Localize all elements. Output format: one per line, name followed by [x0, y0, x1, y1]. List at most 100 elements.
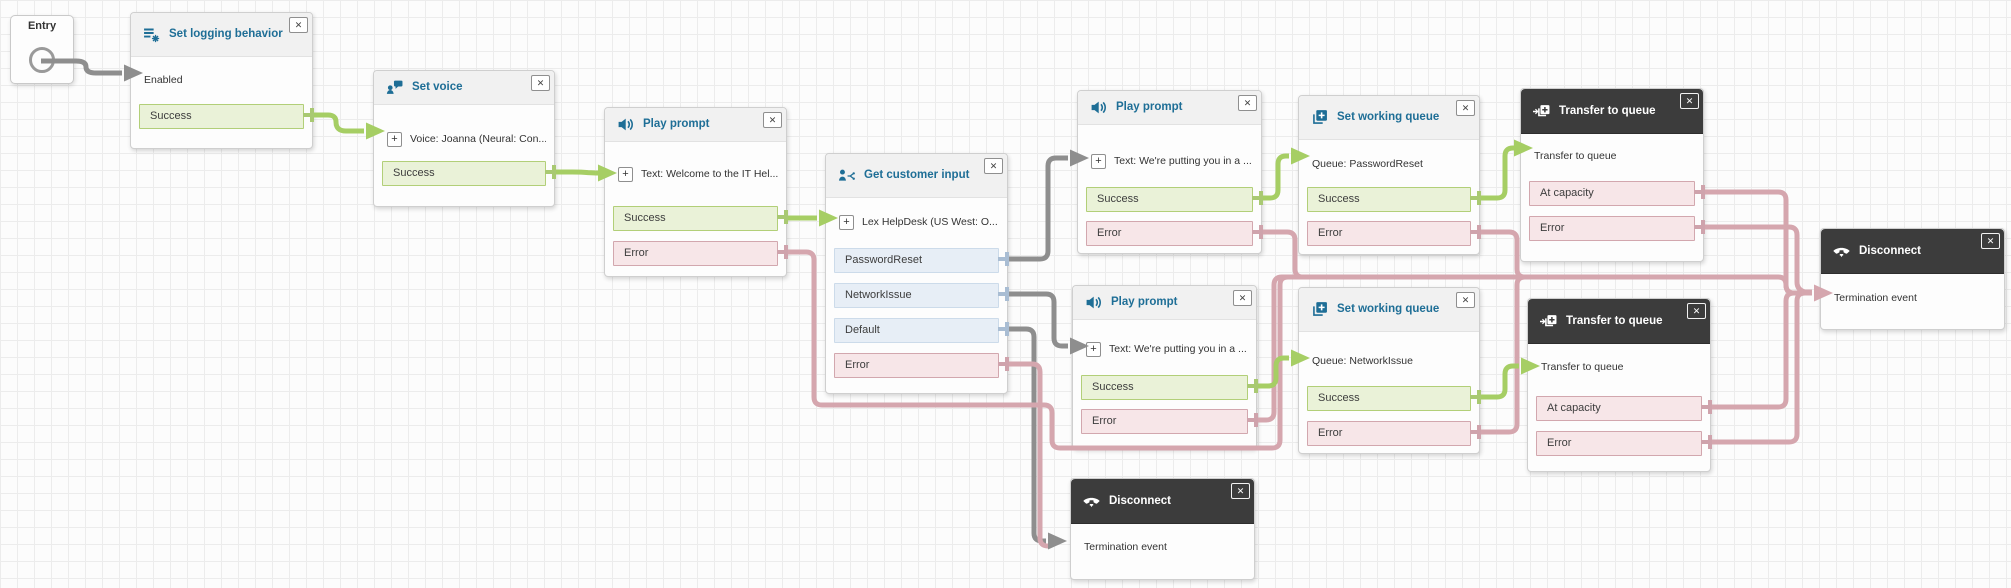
parameter-text: Queue: NetworkIssue — [1312, 355, 1413, 367]
block-get-customer-input[interactable]: Get customer input ✕ + Lex HelpDesk (US … — [825, 153, 1008, 394]
block-parameter: + Text: We're putting you in a ... — [1086, 338, 1248, 360]
close-icon[interactable]: ✕ — [1981, 233, 2000, 249]
block-title: Get customer input — [864, 169, 970, 182]
parameter-text: Transfer to queue — [1534, 150, 1617, 162]
get-customer-input-icon — [838, 167, 855, 184]
block-play-prompt-passwordreset[interactable]: Play prompt ✕ + Text: We're putting you … — [1077, 90, 1262, 254]
block-header[interactable]: Disconnect ✕ — [1821, 229, 2004, 274]
block-transfer-to-queue-1[interactable]: Transfer to queue ✕ Transfer to queue At… — [1520, 88, 1704, 262]
connection-transfer1-atcapacity — [1703, 189, 1812, 296]
block-title: Set voice — [412, 81, 463, 94]
parameter-text: Text: Welcome to the IT Hel... — [641, 168, 778, 180]
block-title: Set working queue — [1337, 303, 1440, 316]
outcome-error[interactable]: Error — [1536, 431, 1702, 456]
connection-playprompt2-success — [1261, 153, 1289, 201]
expand-icon[interactable]: + — [387, 131, 402, 147]
block-set-working-queue-passwordreset[interactable]: Set working queue ✕ Queue: PasswordReset… — [1298, 95, 1480, 255]
block-disconnect-right[interactable]: Disconnect ✕ Termination event — [1820, 228, 2005, 330]
block-set-logging-behavior[interactable]: Set logging behavior ✕ Enabled Success — [130, 12, 313, 149]
outcome-success[interactable]: Success — [613, 206, 778, 231]
connection-passwordreset-to-play-prompt — [1007, 155, 1068, 262]
block-parameter: Termination event — [1084, 536, 1246, 558]
close-icon[interactable]: ✕ — [1680, 93, 1699, 109]
expand-icon[interactable]: + — [1086, 341, 1101, 357]
outcome-success[interactable]: Success — [1307, 187, 1471, 212]
outcome-error[interactable]: Error — [1529, 216, 1695, 241]
close-icon[interactable]: ✕ — [1238, 95, 1257, 111]
outcome-error[interactable]: Error — [613, 241, 778, 266]
outcome-success[interactable]: Success — [1307, 386, 1471, 411]
block-header[interactable]: Disconnect ✕ — [1071, 479, 1254, 524]
close-icon[interactable]: ✕ — [531, 75, 550, 91]
block-set-voice[interactable]: Set voice ✕ + Voice: Joanna (Neural: Con… — [373, 70, 555, 207]
transfer-to-queue-icon — [1533, 103, 1550, 120]
expand-icon[interactable]: + — [839, 214, 854, 230]
block-header[interactable]: Play prompt ✕ — [1078, 91, 1261, 125]
outcome-success[interactable]: Success — [1081, 375, 1248, 400]
block-title: Play prompt — [643, 118, 710, 131]
outcome-at-capacity[interactable]: At capacity — [1529, 181, 1695, 206]
parameter-text: Transfer to queue — [1541, 361, 1624, 373]
outcome-error[interactable]: Error — [1307, 421, 1471, 446]
close-icon[interactable]: ✕ — [984, 158, 1003, 174]
block-parameter: Enabled — [144, 69, 304, 91]
block-header[interactable]: Play prompt ✕ — [605, 108, 786, 142]
block-header[interactable]: Transfer to queue ✕ — [1528, 299, 1710, 344]
block-parameter: + Text: We're putting you in a ... — [1091, 150, 1253, 172]
parameter-text: Termination event — [1834, 292, 1917, 304]
block-header[interactable]: Set logging behavior ✕ — [131, 13, 312, 57]
outcome-error[interactable]: Error — [1307, 221, 1471, 246]
block-header[interactable]: Transfer to queue ✕ — [1521, 89, 1703, 134]
parameter-text: Termination event — [1084, 541, 1167, 553]
outcome-at-capacity[interactable]: At capacity — [1536, 396, 1702, 421]
block-title: Play prompt — [1116, 101, 1183, 114]
parameter-text: Enabled — [144, 74, 183, 86]
close-icon[interactable]: ✕ — [289, 17, 308, 33]
block-set-working-queue-networkissue[interactable]: Set working queue ✕ Queue: NetworkIssue … — [1298, 287, 1480, 454]
block-parameter: Termination event — [1834, 287, 1996, 309]
connection-default-to-disconnect — [1007, 326, 1046, 544]
expand-icon[interactable]: + — [618, 166, 633, 182]
outcome-success[interactable]: Success — [382, 161, 546, 186]
block-play-prompt-networkissue[interactable]: Play prompt ✕ + Text: We're putting you … — [1072, 285, 1257, 449]
close-icon[interactable]: ✕ — [1687, 303, 1706, 319]
block-parameter: + Lex HelpDesk (US West: O... — [839, 211, 999, 233]
outcome-error[interactable]: Error — [1086, 221, 1253, 246]
entry-point-icon — [29, 47, 55, 73]
block-title: Set working queue — [1337, 111, 1440, 124]
set-working-queue-icon — [1311, 109, 1328, 126]
outcome-success[interactable]: Success — [139, 104, 304, 129]
close-icon[interactable]: ✕ — [1456, 292, 1475, 308]
outcome-success[interactable]: Success — [1086, 187, 1253, 212]
block-title: Disconnect — [1859, 244, 1921, 257]
play-prompt-icon — [1090, 99, 1107, 116]
parameter-text: Text: We're putting you in a ... — [1114, 155, 1252, 167]
close-icon[interactable]: ✕ — [1456, 100, 1475, 116]
outcome-networkissue[interactable]: NetworkIssue — [834, 283, 999, 308]
connection-gci-error — [1007, 361, 1050, 549]
block-title: Play prompt — [1111, 296, 1178, 309]
connection-setvoice-success — [554, 169, 599, 176]
entry-block[interactable]: Entry — [10, 15, 74, 84]
block-header[interactable]: Play prompt ✕ — [1073, 286, 1256, 320]
set-logging-behavior-icon — [143, 26, 160, 43]
close-icon[interactable]: ✕ — [1233, 290, 1252, 306]
block-header[interactable]: Get customer input ✕ — [826, 154, 1007, 198]
close-icon[interactable]: ✕ — [763, 112, 782, 128]
expand-icon[interactable]: + — [1091, 153, 1106, 169]
block-header[interactable]: Set working queue ✕ — [1299, 96, 1479, 140]
outcome-passwordreset[interactable]: PasswordReset — [834, 248, 999, 273]
outcome-default[interactable]: Default — [834, 318, 999, 343]
block-title: Disconnect — [1109, 494, 1171, 507]
block-header[interactable]: Set working queue ✕ — [1299, 288, 1479, 332]
block-parameter: Transfer to queue — [1541, 356, 1702, 378]
close-icon[interactable]: ✕ — [1231, 483, 1250, 499]
outcome-error[interactable]: Error — [834, 353, 999, 378]
block-disconnect-bottom[interactable]: Disconnect ✕ Termination event — [1070, 478, 1255, 580]
block-transfer-to-queue-2[interactable]: Transfer to queue ✕ Transfer to queue At… — [1527, 298, 1711, 472]
outcome-error[interactable]: Error — [1081, 409, 1248, 434]
connection-swq1-success — [1479, 145, 1514, 201]
block-header[interactable]: Set voice ✕ — [374, 71, 554, 105]
block-play-prompt-welcome[interactable]: Play prompt ✕ + Text: Welcome to the IT … — [604, 107, 787, 277]
